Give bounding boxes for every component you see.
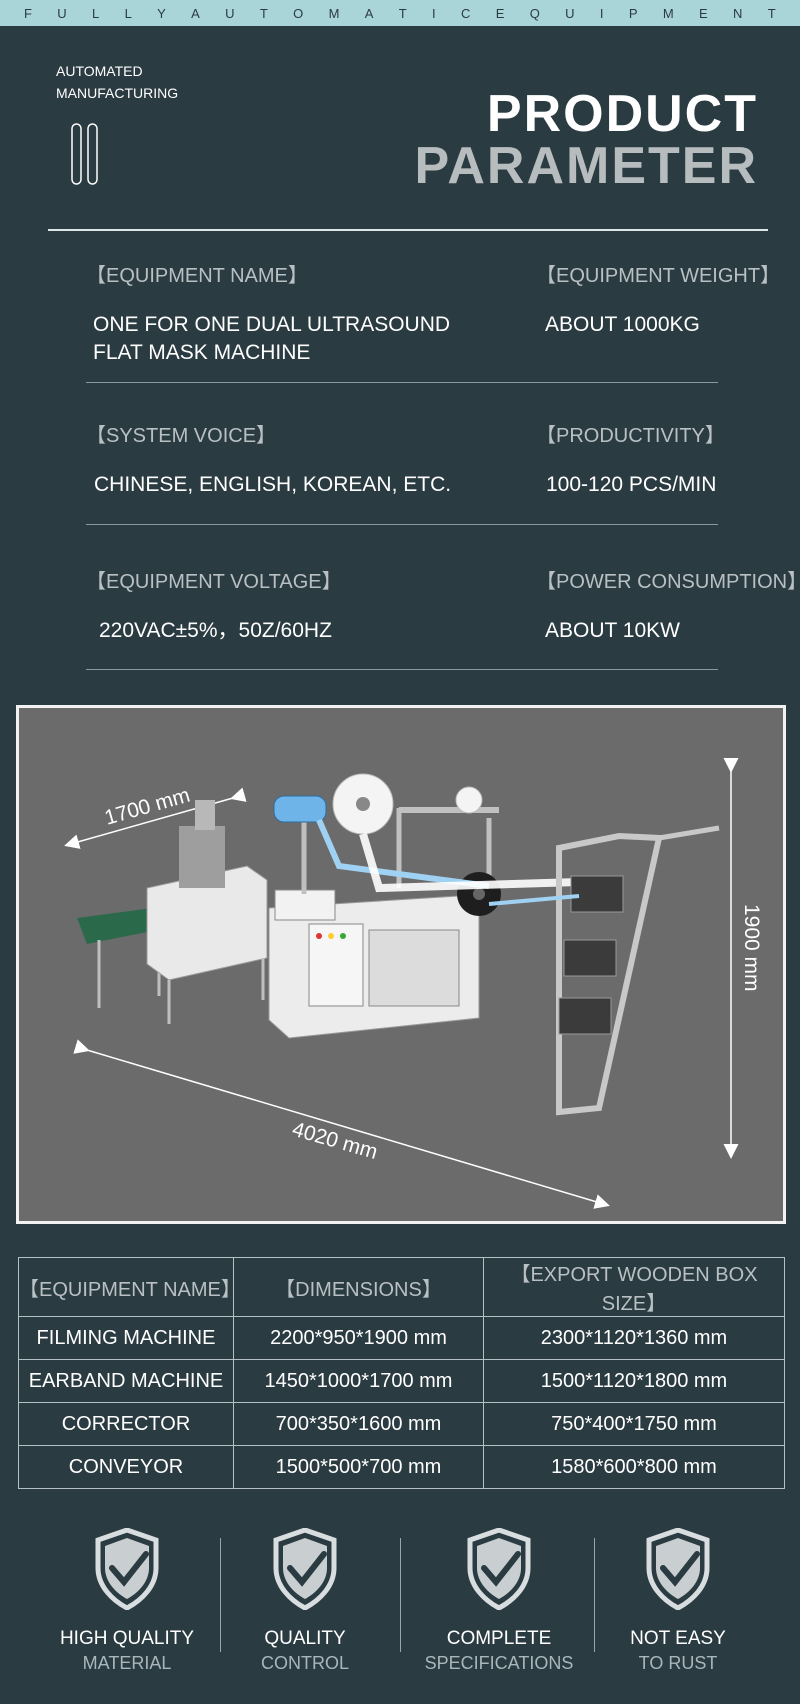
tagline-letter: Y xyxy=(157,5,166,21)
power-consumption-label: 【POWER CONSUMPTION】 xyxy=(536,571,800,593)
table-row: FILMING MACHINE 2200*950*1900 mm 2300*11… xyxy=(18,1316,785,1360)
equipment-weight-value: ABOUT 1000KG xyxy=(545,313,700,336)
table-header-cell: 【DIMENSIONS】 xyxy=(233,1257,484,1317)
table-cell: 1580*600*800 mm xyxy=(483,1445,785,1489)
earband-machine xyxy=(146,800,268,1024)
automated-manufacturing-label: AUTOMATED MANUFACTURING xyxy=(56,60,178,104)
table-cell: 1500*500*700 mm xyxy=(233,1445,484,1489)
table-cell: 2200*950*1900 mm xyxy=(233,1316,484,1360)
tagline-letter: F xyxy=(24,5,32,21)
dimensions-table: 【EQUIPMENT NAME】 【DIMENSIONS】 【EXPORT WO… xyxy=(18,1257,785,1489)
title-line-product: PRODUCT xyxy=(486,85,758,143)
tagline-letter: N xyxy=(733,5,743,21)
feature-title: NOT EASY xyxy=(630,1628,726,1649)
param-divider xyxy=(86,669,718,670)
system-voice-label: 【SYSTEM VOICE】 xyxy=(86,425,277,447)
tagline-letter: L xyxy=(124,5,132,21)
top-tagline-bar: F U L L Y A U T O M A T I C E Q U I P M … xyxy=(0,0,800,26)
tagline-letter: T xyxy=(398,5,407,21)
table-cell: 1500*1120*1800 mm xyxy=(483,1359,785,1403)
shield-check-icon xyxy=(95,1528,159,1610)
tagline-letter: A xyxy=(364,5,374,21)
feature-title: COMPLETE xyxy=(446,1628,552,1649)
title-line-parameter: PARAMETER xyxy=(414,137,758,195)
feature-title: HIGH QUALITY xyxy=(59,1628,195,1649)
table-cell: CONVEYOR xyxy=(18,1445,234,1489)
tagline-letter: T xyxy=(767,5,776,21)
filming-machine xyxy=(268,773,580,1039)
system-voice-value: CHINESE, ENGLISH, KOREAN, ETC. xyxy=(94,473,452,496)
param-divider xyxy=(86,382,718,383)
voltage-value: 220VAC±5%，50Z/60HZ xyxy=(99,619,332,642)
feature-divider xyxy=(594,1538,595,1652)
voltage-label: 【EQUIPMENT VOLTAGE】 xyxy=(86,571,342,593)
shield-check-icon xyxy=(467,1528,531,1610)
tagline-letter: C xyxy=(460,5,471,21)
feature-quality-control: QUALITY CONTROL xyxy=(215,1628,395,1674)
tagline-letter: U xyxy=(565,5,575,21)
feature-complete-specifications: COMPLETE SPECIFICATIONS xyxy=(409,1628,589,1674)
equipment-name-value-line-1: ONE FOR ONE DUAL ULTRASOUND xyxy=(93,313,451,336)
header-divider xyxy=(48,229,768,231)
tagline-letter: L xyxy=(92,5,100,21)
dim-height-label: 1900 mm xyxy=(740,904,763,992)
feature-high-quality-material: HIGH QUALITY MATERIAL xyxy=(37,1628,217,1674)
feature-subtitle: CONTROL xyxy=(260,1653,349,1673)
equipment-name-value: ONE FOR ONE DUAL ULTRASOUND FLAT MASK MA… xyxy=(93,311,450,367)
table-header-cell: 【EQUIPMENT NAME】 xyxy=(18,1257,241,1317)
feature-divider xyxy=(220,1538,221,1652)
productivity-label: 【PRODUCTIVITY】 xyxy=(536,425,725,447)
table-cell: 2300*1120*1360 mm xyxy=(483,1316,785,1360)
table-cell: CORRECTOR xyxy=(18,1402,234,1446)
tagline-letter: I xyxy=(432,5,436,21)
shield-check-icon xyxy=(273,1528,337,1610)
feature-subtitle: MATERIAL xyxy=(82,1653,172,1673)
table-cell: EARBAND MACHINE xyxy=(18,1359,234,1403)
shield-check-icon xyxy=(646,1528,710,1610)
feature-not-easy-to-rust: NOT EASY TO RUST xyxy=(588,1628,768,1674)
cutter-tower xyxy=(488,825,720,1116)
page-title: PRODUCT PARAMETER xyxy=(415,88,758,192)
equipment-weight-label: 【EQUIPMENT WEIGHT】 xyxy=(536,265,781,287)
table-cell: FILMING MACHINE xyxy=(18,1316,234,1360)
power-consumption-value: ABOUT 10KW xyxy=(545,619,680,642)
tagline-letter: U xyxy=(225,5,235,21)
productivity-value: 100-120 PCS/MIN xyxy=(546,473,717,496)
table-header-cell: 【EXPORT WOODEN BOX SIZE】 xyxy=(483,1257,785,1317)
auto-line-2: MANUFACTURING xyxy=(56,85,179,101)
tagline-letter: T xyxy=(259,5,268,21)
table-cell: 750*400*1750 mm xyxy=(483,1402,785,1446)
feature-title: QUALITY xyxy=(264,1628,346,1649)
tagline-letter: U xyxy=(57,5,67,21)
tagline-letter: M xyxy=(662,5,674,21)
tagline-letter: E xyxy=(495,5,505,21)
double-pill-icon xyxy=(71,123,98,185)
tagline-letter: I xyxy=(599,5,604,21)
equipment-name-label: 【EQUIPMENT NAME】 xyxy=(86,265,308,287)
table-row: CORRECTOR 700*350*1600 mm 750*400*1750 m… xyxy=(18,1402,785,1446)
feature-subtitle: TO RUST xyxy=(638,1653,718,1673)
tagline-letter: P xyxy=(628,5,638,21)
tagline-letter: E xyxy=(699,5,708,21)
table-row: EARBAND MACHINE 1450*1000*1700 mm 1500*1… xyxy=(18,1359,785,1403)
tagline-letter: Q xyxy=(529,5,540,21)
table-cell: 1450*1000*1700 mm xyxy=(233,1359,484,1403)
feature-subtitle: SPECIFICATIONS xyxy=(424,1653,574,1673)
machine-photo: 1700 mm 4020 mm 1900 mm xyxy=(16,705,786,1224)
table-row: CONVEYOR 1500*500*700 mm 1580*600*800 mm xyxy=(18,1445,785,1489)
feature-divider xyxy=(400,1538,401,1652)
tagline-letter: O xyxy=(293,5,304,21)
auto-line-1: AUTOMATED xyxy=(56,63,143,79)
tagline-letter: A xyxy=(191,5,200,21)
table-header-row: 【EQUIPMENT NAME】 【DIMENSIONS】 【EXPORT WO… xyxy=(18,1257,785,1317)
machine-illustration: 1700 mm 4020 mm 1900 mm xyxy=(19,708,783,1221)
table-cell: 700*350*1600 mm xyxy=(233,1402,484,1446)
tagline-letter: M xyxy=(328,5,340,21)
equipment-name-value-line-2: FLAT MASK MACHINE xyxy=(93,341,311,364)
param-divider xyxy=(86,524,718,525)
